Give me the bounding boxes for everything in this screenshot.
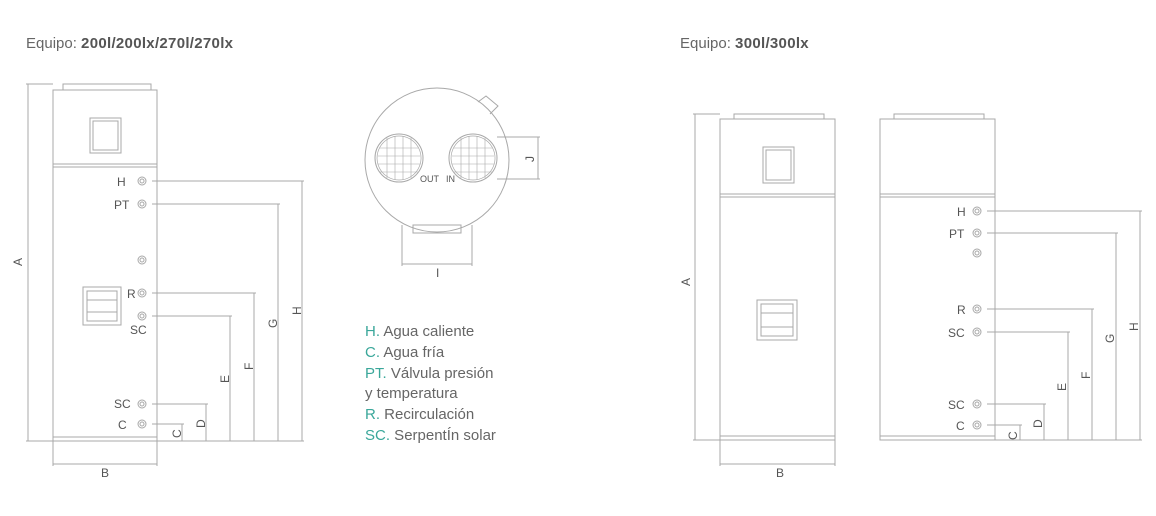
right-dim-A: A — [679, 278, 693, 286]
title-right-models: 300l/300lx — [735, 35, 809, 52]
left-dim-G: G — [266, 319, 280, 328]
right-dim-C: C — [1006, 431, 1020, 440]
left-label-SC-lower: SC — [114, 397, 131, 411]
title-left-prefix: Equipo: — [26, 35, 82, 52]
left-label-C: C — [118, 418, 127, 432]
right-label-SC-upper: SC — [948, 326, 965, 340]
right-label-C: C — [956, 419, 965, 433]
legend-item: y temperatura — [365, 385, 458, 403]
top-view-out-label: OUT — [420, 174, 440, 184]
top-view-in-label: IN — [446, 174, 455, 184]
legend-item: R. Recirculación — [365, 406, 475, 424]
left-dim-C: C — [170, 429, 184, 438]
left-dim-D: D — [194, 419, 208, 428]
left-unit-dimension-lines — [26, 83, 304, 466]
legend: H. Agua caliente C. Agua fría PT. Válvul… — [365, 322, 496, 447]
left-label-R: R — [127, 287, 136, 301]
title-left: Equipo: 200l/200lx/270l/270lx — [26, 35, 233, 52]
title-right-prefix: Equipo: — [680, 35, 736, 52]
right-label-R: R — [957, 303, 966, 317]
left-label-PT: PT — [114, 198, 130, 212]
top-view-dim-I: I — [436, 266, 439, 280]
legend-item: H. Agua caliente — [365, 323, 475, 340]
left-dim-E: E — [218, 375, 232, 383]
right-side-unit — [879, 113, 1142, 441]
left-label-SC-upper: SC — [130, 323, 147, 337]
legend-item: C. Agua fría — [365, 343, 445, 361]
right-label-PT: PT — [949, 227, 965, 241]
right-front-unit — [693, 113, 836, 466]
right-dim-E: E — [1055, 383, 1069, 391]
top-view — [364, 87, 540, 266]
legend-item: PT. Válvula presión — [365, 364, 494, 382]
right-label-H: H — [957, 205, 966, 219]
left-dim-H: H — [290, 306, 304, 315]
right-dim-D: D — [1031, 419, 1045, 428]
left-unit-connections — [137, 176, 147, 429]
right-dim-G: G — [1103, 334, 1117, 343]
right-dim-B: B — [776, 466, 784, 480]
legend-item: SC. SerpentÍn solar — [365, 426, 496, 444]
left-dim-F: F — [242, 363, 256, 370]
right-dim-H: H — [1127, 322, 1141, 331]
title-right: Equipo: 300l/300lx — [680, 35, 809, 52]
left-unit-body — [52, 83, 158, 442]
right-dim-F: F — [1079, 372, 1093, 379]
left-dim-B: B — [101, 466, 109, 480]
left-label-H: H — [117, 175, 126, 189]
left-dim-A: A — [11, 258, 25, 266]
top-view-dim-J: J — [523, 156, 537, 162]
title-left-models: 200l/200lx/270l/270lx — [81, 35, 234, 52]
right-label-SC-lower: SC — [948, 398, 965, 412]
